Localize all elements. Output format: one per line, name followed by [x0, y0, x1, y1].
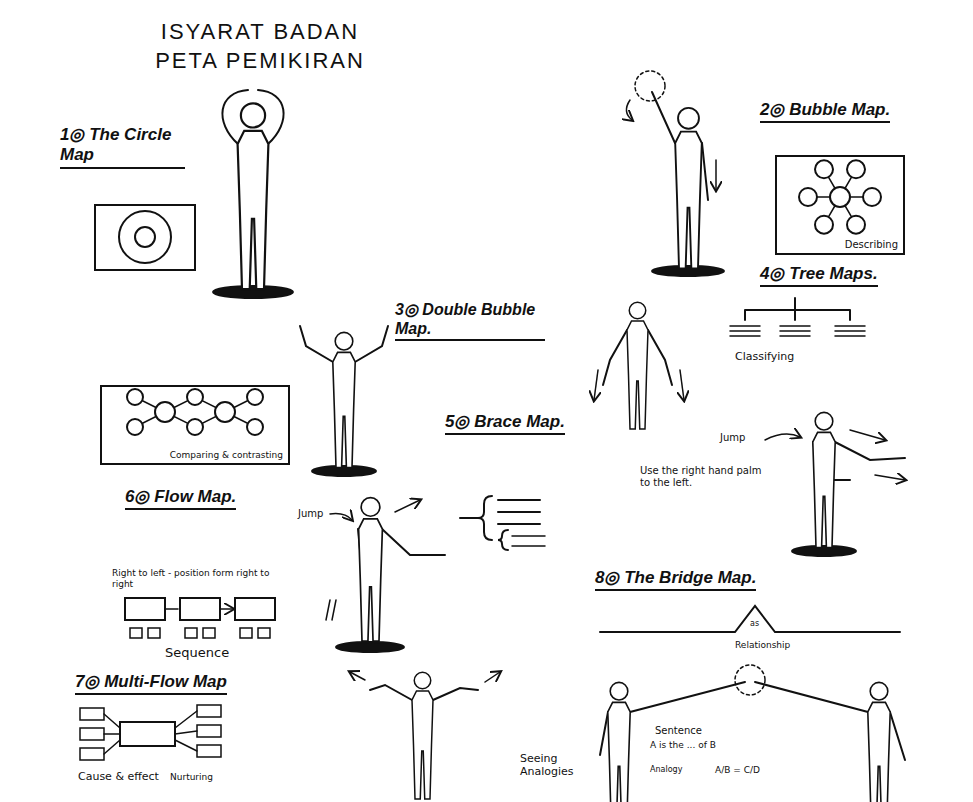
diagram-title: ISYARAT BADAN PETA PEMIKIRAN — [140, 18, 380, 75]
map-box: Comparing & contrasting — [100, 385, 290, 465]
caption: Seeing Analogies — [520, 752, 590, 778]
gesture-note: Use the right hand palm to the left. — [640, 465, 770, 489]
map-caption: Describing — [845, 239, 898, 251]
map-heading: 3◎ Double Bubble Map. — [395, 300, 545, 341]
caption: A/B = C/D — [715, 765, 760, 776]
caption: Classifying — [735, 350, 794, 363]
gesture-note: Jump — [720, 432, 745, 444]
map-heading: 1◎ The Circle Map — [60, 125, 185, 169]
caption: Analogy — [650, 765, 682, 775]
map-caption: Comparing & contrasting — [170, 450, 283, 460]
gesture-note: Jump — [298, 508, 323, 520]
map-heading: 8◎ The Bridge Map. — [595, 568, 756, 591]
caption: Sentence — [655, 725, 702, 737]
relation-word: as — [750, 619, 759, 629]
map-heading: 4◎ Tree Maps. — [760, 264, 878, 287]
caption: Nurturing — [170, 772, 213, 783]
gesture-note: Right to left - position form right to r… — [112, 568, 287, 590]
map-heading: 6◎ Flow Map. — [125, 487, 236, 510]
map-heading: 2◎ Bubble Map. — [760, 100, 890, 123]
caption: Cause & effect — [78, 770, 159, 783]
map-heading: 7◎ Multi-Flow Map — [75, 672, 227, 695]
caption: Relationship — [735, 640, 790, 651]
caption: A is the ... of B — [650, 740, 716, 751]
caption: Sequence — [165, 645, 229, 661]
map-box: Describing — [775, 155, 905, 255]
map-heading: 5◎ Brace Map. — [445, 412, 565, 435]
